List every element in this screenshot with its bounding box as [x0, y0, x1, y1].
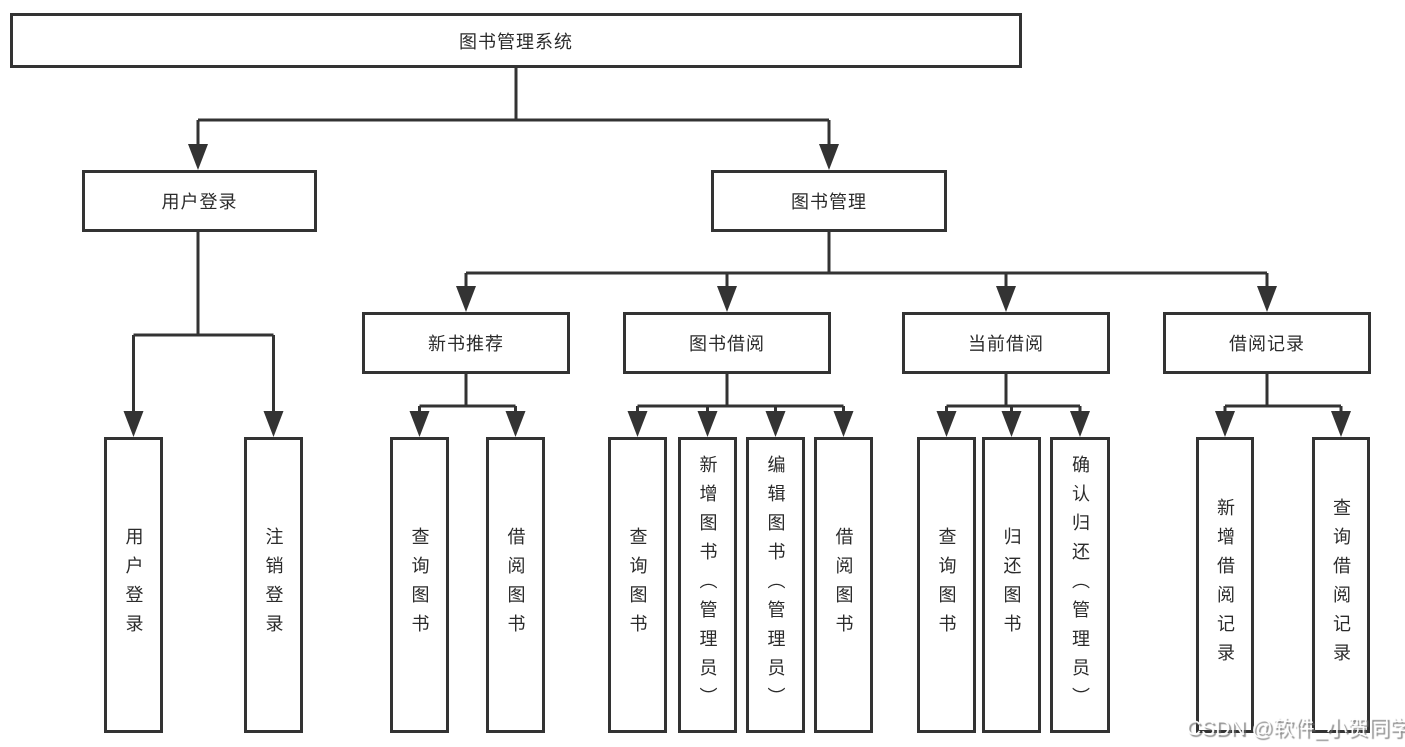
leaf-label: 查询图书	[627, 527, 648, 643]
leaf-label: 用户登录	[123, 527, 144, 643]
leaf-label: 查询图书	[936, 527, 957, 643]
leaf-search-books-recommend: 查询图书	[390, 437, 449, 733]
leaf-add-borrow-record: 新增借阅记录	[1196, 437, 1254, 733]
leaf-search-books-borrowing: 查询图书	[608, 437, 667, 733]
node-current-borrowing: 当前借阅	[902, 312, 1110, 374]
leaf-label: 注销登录	[263, 527, 284, 643]
leaf-label: 编辑图书（管理员）	[765, 454, 786, 716]
leaf-confirm-return-admin: 确认归还（管理员）	[1050, 437, 1110, 733]
node-book-borrowing: 图书借阅	[623, 312, 831, 374]
leaf-label: 确认归还（管理员）	[1070, 454, 1090, 716]
leaf-search-borrow-record: 查询借阅记录	[1312, 437, 1370, 733]
leaf-edit-books-admin: 编辑图书（管理员）	[746, 437, 805, 733]
node-library-management-system: 图书管理系统	[10, 13, 1022, 68]
leaf-search-books-current: 查询图书	[917, 437, 976, 733]
leaf-user-login: 用户登录	[104, 437, 163, 733]
leaf-add-books-admin: 新增图书（管理员）	[678, 437, 737, 733]
leaf-label: 新增借阅记录	[1215, 498, 1235, 672]
leaf-label: 借阅图书	[505, 527, 526, 643]
node-borrowing-records: 借阅记录	[1163, 312, 1371, 374]
node-new-book-recommendation: 新书推荐	[362, 312, 570, 374]
leaf-logout: 注销登录	[244, 437, 303, 733]
leaf-borrow-books: 借阅图书	[814, 437, 873, 733]
leaf-label: 新增图书（管理员）	[697, 454, 718, 716]
csdn-watermark: CSDN @软件_小贺同学	[1186, 717, 1405, 740]
node-book-management: 图书管理	[711, 170, 947, 232]
leaf-label: 借阅图书	[833, 527, 854, 643]
leaf-label: 查询图书	[409, 527, 430, 643]
leaf-return-books: 归还图书	[982, 437, 1041, 733]
leaf-borrow-books-recommend: 借阅图书	[486, 437, 545, 733]
leaf-label: 查询借阅记录	[1331, 498, 1351, 672]
leaf-label: 归还图书	[1001, 527, 1022, 643]
node-user-login: 用户登录	[82, 170, 317, 232]
